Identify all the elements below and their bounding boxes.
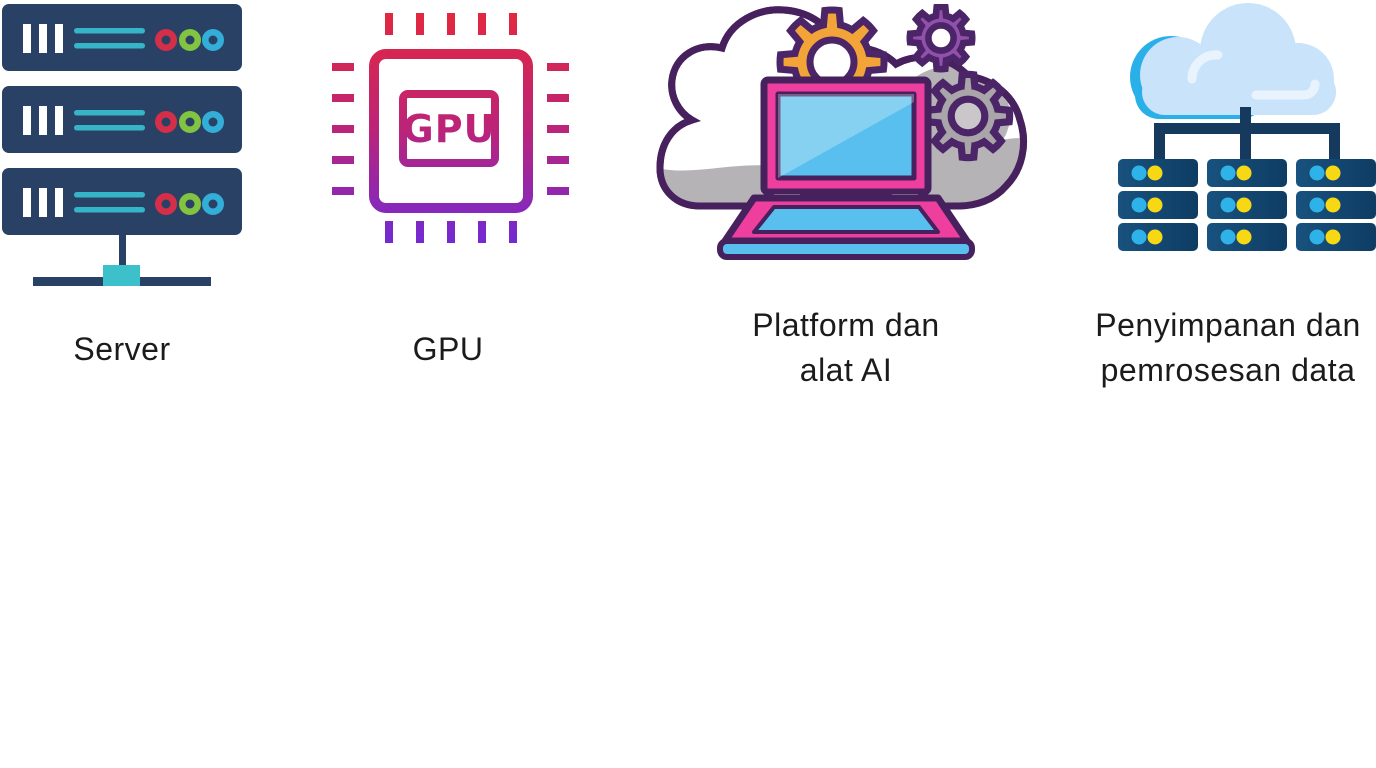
ai-platform-label-line2: alat AI xyxy=(799,352,893,388)
cloud-gears-laptop-icon xyxy=(650,4,1040,262)
ai-platform-label-line1: Platform dan xyxy=(752,307,940,343)
cloud-storage-icon xyxy=(1108,1,1376,257)
data-storage-label: Penyimpanan dan pemrosesan data xyxy=(1062,303,1376,393)
gpu-label: GPU xyxy=(412,331,484,367)
network-connector xyxy=(1154,107,1340,163)
data-storage-label-line1: Penyimpanan dan xyxy=(1095,307,1361,343)
gpu-chip-text: GPU xyxy=(403,107,496,151)
purple-gear-icon xyxy=(910,7,972,69)
cloud-shape xyxy=(1130,3,1336,119)
laptop-shape xyxy=(717,76,975,260)
gpu-chip-icon: GPU xyxy=(330,8,571,248)
server-label: Server xyxy=(73,331,171,367)
ai-platform-label: Platform dan alat AI xyxy=(696,303,996,393)
storage-towers xyxy=(1118,159,1376,251)
server-rack-icon xyxy=(2,4,243,287)
data-storage-label-line2: pemrosesan data xyxy=(1100,352,1356,388)
gray-gear-icon xyxy=(926,74,1009,157)
